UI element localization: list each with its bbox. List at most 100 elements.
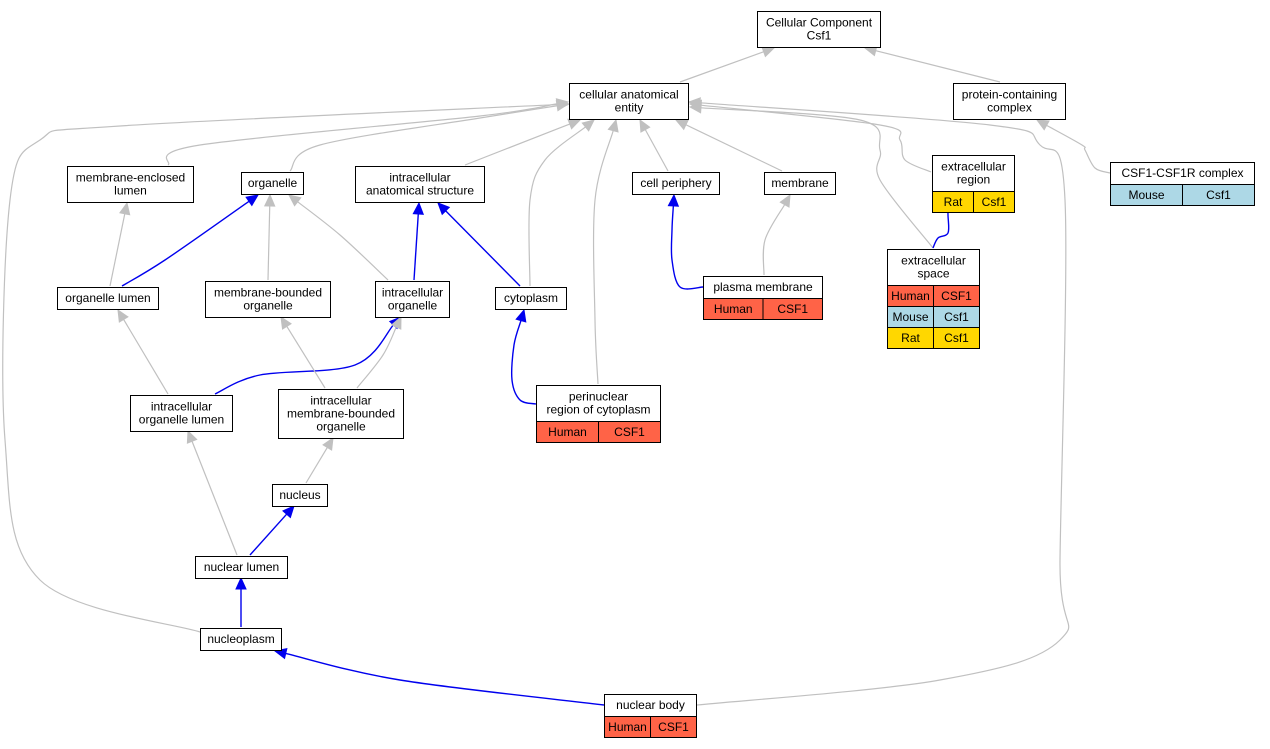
- node-organelle[interactable]: organelle: [241, 172, 304, 195]
- edge-arrowhead: [390, 315, 402, 330]
- node-label-line: Cellular Component: [766, 16, 873, 30]
- edge-mbo-to-organelle: [263, 193, 276, 281]
- node-cytoplasm[interactable]: cytoplasm: [495, 287, 567, 310]
- node-cellper[interactable]: cell periphery: [632, 172, 720, 195]
- node-label-line: organelle: [316, 420, 366, 434]
- edge-arrowhead: [581, 119, 595, 132]
- node-label-line: nuclear body: [616, 698, 685, 712]
- node-label-line: anatomical structure: [366, 184, 474, 198]
- gene-symbol: Csf1: [944, 310, 969, 324]
- edge-line: [267, 205, 271, 281]
- edge-line: [445, 210, 521, 287]
- edge-nucleoplasm-to-cae: [2, 98, 571, 633]
- node-box: [495, 287, 567, 310]
- edge-arrowhead: [779, 193, 791, 208]
- edge-line: [528, 126, 586, 287]
- node-box: [375, 281, 450, 318]
- edge-arrowhead: [245, 194, 259, 207]
- species-name: Human: [891, 289, 930, 303]
- edge-line: [510, 320, 537, 405]
- node-label-line: CSF1-CSF1R complex: [1121, 166, 1243, 180]
- edge-ias-to-cae: [464, 118, 582, 166]
- edge-line: [191, 441, 238, 556]
- edge-arrowhead: [117, 308, 129, 323]
- species-cell-rat: [933, 327, 980, 349]
- node-label-line: membrane: [771, 176, 829, 190]
- edge-pcc-to-cc_root: [863, 45, 1001, 83]
- edge-csf1r-to-pcc: [1035, 119, 1111, 174]
- edge-orglumen-to-mel: [109, 201, 131, 287]
- node-box: [764, 172, 836, 195]
- node-box: [272, 484, 328, 507]
- edge-line: [305, 447, 328, 484]
- species-name: Mouse: [1128, 188, 1164, 202]
- edge-nuclumen-to-nucleus: [249, 505, 295, 556]
- node-label-line: region of cytoplasm: [546, 403, 650, 417]
- node-label-line: extracellular: [941, 160, 1006, 174]
- gene-symbol: CSF1: [658, 720, 689, 734]
- edge-nucbody-to-cae: [687, 97, 1070, 706]
- edge-arrowhead: [607, 118, 619, 133]
- node-nuclumen[interactable]: nuclear lumen: [195, 556, 288, 579]
- node-label-line: entity: [615, 101, 644, 115]
- edge-arrowhead: [280, 315, 292, 330]
- node-label-line: membrane-bounded: [214, 286, 322, 300]
- edge-imbo-to-intorg: [356, 315, 402, 389]
- node-nucleus[interactable]: nucleus: [272, 484, 328, 507]
- edge-arrowhead: [667, 193, 680, 207]
- node-label-line: complex: [987, 101, 1032, 115]
- species-name: Rat: [901, 331, 920, 345]
- edge-line: [121, 200, 250, 287]
- node-label-line: membrane-bounded: [287, 407, 395, 421]
- edge-cytoplasm-to-cae: [528, 119, 595, 287]
- node-membrane[interactable]: membrane: [764, 172, 836, 195]
- node-label-line: intracellular: [310, 394, 371, 408]
- edge-perinuc-to-cytoplasm: [510, 308, 537, 405]
- edge-plasmamem-to-membrane: [762, 193, 791, 276]
- edge-arrowhead: [674, 119, 689, 131]
- edge-cae-to-cc_root: [679, 46, 776, 83]
- species-cell-rat: [973, 191, 1015, 213]
- node-orglumen[interactable]: organelle lumen: [57, 287, 159, 310]
- node-label-line: extracellular: [901, 254, 966, 268]
- node-nucleoplasm[interactable]: nucleoplasm: [200, 628, 282, 651]
- edge-line: [2, 103, 559, 633]
- edge-arrowhead: [186, 429, 198, 444]
- edge-nucbody-to-nucleoplasm: [273, 647, 605, 706]
- node-label-line: protein-containing: [962, 88, 1057, 102]
- edge-membrane-to-cae: [674, 119, 783, 172]
- node-label-line: cellular anatomical: [579, 88, 678, 102]
- edge-line: [109, 213, 126, 287]
- node-label-line: intracellular: [151, 400, 212, 414]
- node-label-line: intracellular: [382, 286, 443, 300]
- edge-line: [297, 201, 389, 281]
- gene-symbol: CSF1: [614, 425, 645, 439]
- edge-line: [679, 51, 764, 83]
- edge-line: [685, 124, 783, 172]
- edge-arrowhead: [282, 505, 295, 519]
- edge-cellper-to-cae: [639, 118, 669, 172]
- edge-line: [592, 130, 614, 385]
- node-label-line: nuclear lumen: [204, 560, 279, 574]
- edge-arrowhead: [119, 201, 131, 216]
- node-label-line: cytoplasm: [504, 291, 558, 305]
- edge-line: [644, 129, 669, 172]
- edge-line: [700, 107, 934, 249]
- edge-nucleus-to-imbo: [305, 436, 334, 484]
